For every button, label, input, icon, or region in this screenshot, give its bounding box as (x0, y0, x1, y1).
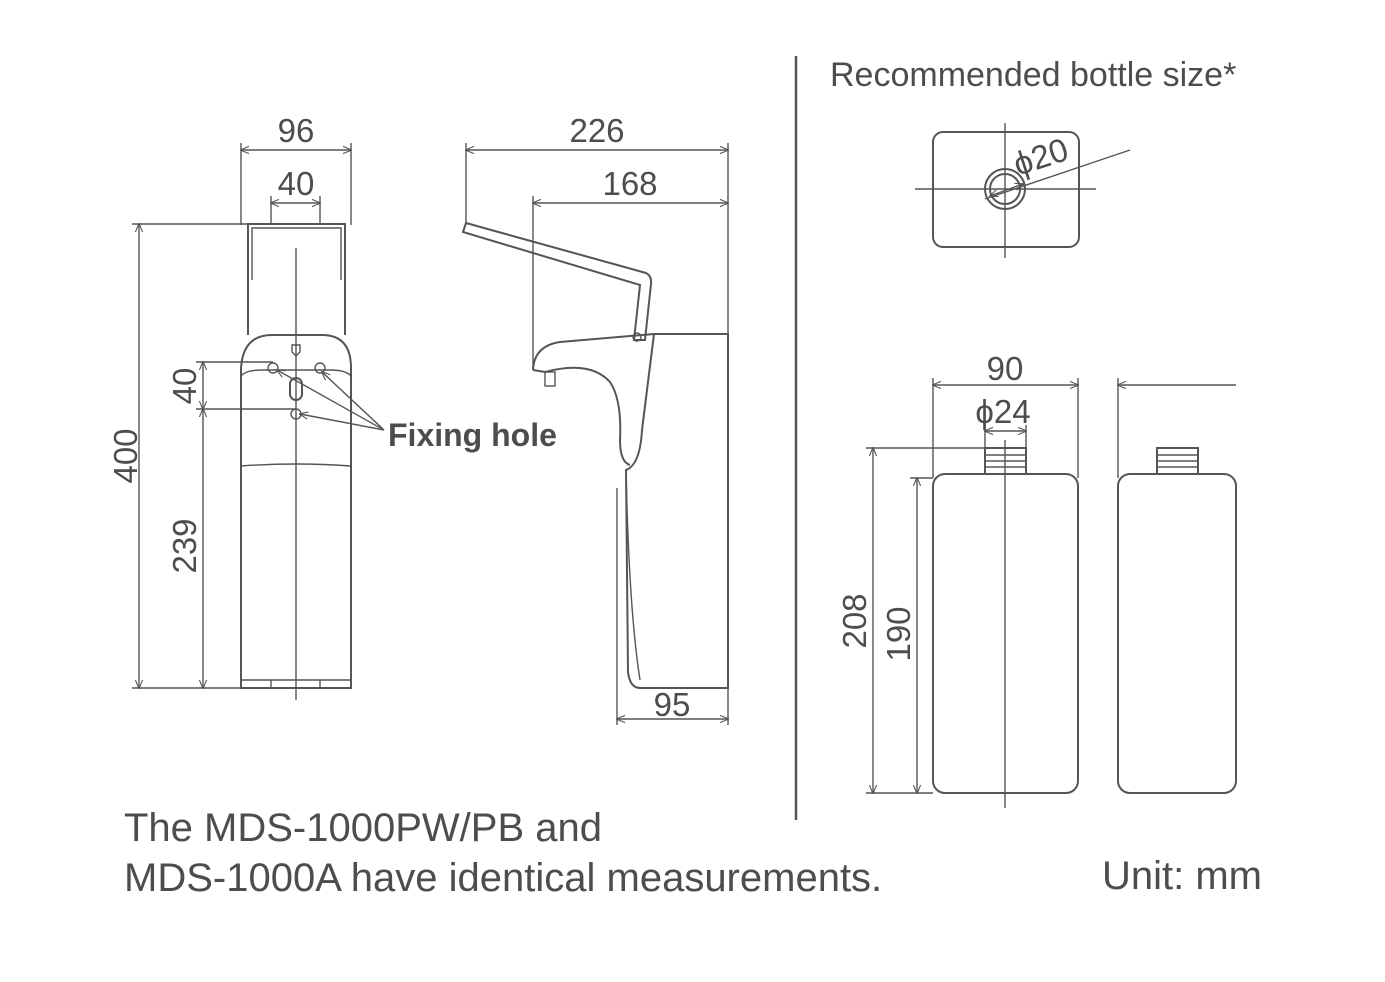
dispenser-hood (247, 223, 346, 335)
dim-bottle-body-height: 190 (880, 606, 917, 661)
dim-front-height: 400 (107, 428, 144, 483)
dim-top-diameter: ϕ20 (1009, 130, 1073, 182)
dispenser-side-body (532, 333, 729, 689)
dim-hole-spacing: 40 (166, 368, 203, 405)
note-line-2: MDS-1000A have identical measurements. (124, 856, 882, 900)
dim-side-lever-depth: 168 (602, 165, 657, 202)
fixing-hole-right (314, 362, 326, 374)
lever-arm (461, 221, 653, 341)
bottle-side (1117, 473, 1237, 794)
bottle-section: Recommended bottle size* ϕ20 90 ϕ24 208 (830, 56, 1237, 808)
dim-side-base-depth: 95 (654, 686, 691, 723)
note-line-1: The MDS-1000PW/PB and (124, 806, 602, 850)
dispenser-front-body (240, 334, 352, 689)
fixing-hole-left (267, 362, 279, 374)
dim-front-width: 96 (278, 112, 315, 149)
side-view: 226 168 95 (461, 112, 729, 725)
front-view: 96 40 400 40 239 (107, 112, 557, 700)
dim-side-depth: 226 (569, 112, 624, 149)
dim-neck-diameter: ϕ24 (975, 393, 1030, 430)
bottle-title: Recommended bottle size* (830, 56, 1236, 94)
unit-label: Unit: mm (1102, 854, 1262, 898)
dim-front-inner-width: 40 (278, 165, 315, 202)
fixing-hole-label: Fixing hole (388, 417, 557, 453)
dim-bottle-total-height: 208 (836, 593, 873, 648)
dim-lower-height: 239 (166, 518, 203, 573)
dim-bottle-width: 90 (987, 350, 1024, 387)
